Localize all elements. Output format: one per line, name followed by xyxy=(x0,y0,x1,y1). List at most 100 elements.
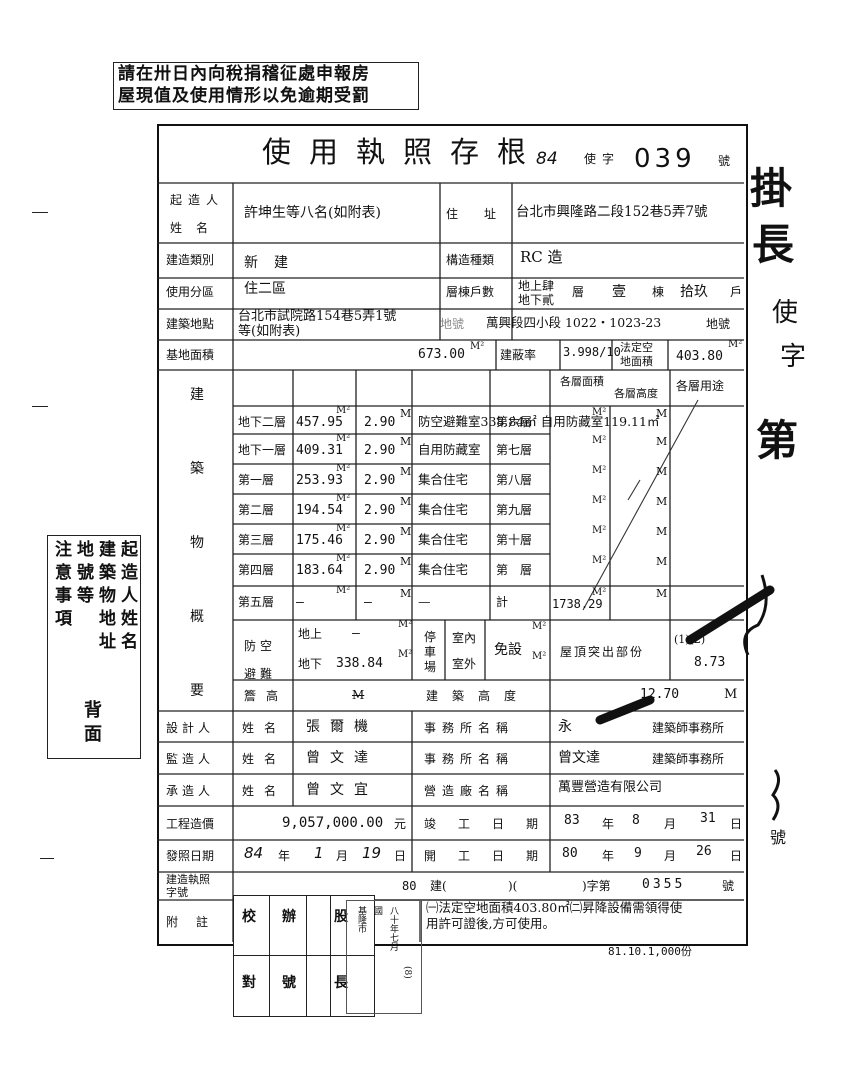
floor2-area-unit: M² xyxy=(592,495,607,506)
floor2-name: 計 xyxy=(496,595,509,609)
floor-height-unit: M xyxy=(400,587,412,600)
supervisor-office: 曾文達 xyxy=(558,750,600,766)
col-head-area: 各層面積 xyxy=(560,375,604,388)
build-type: 新建 xyxy=(244,255,304,271)
side-note-col-1: 起造人姓名 xyxy=(117,540,137,655)
floor-area-unit: M² xyxy=(336,553,351,564)
floor-height-unit: M xyxy=(400,465,412,478)
eave-label: 簷高 xyxy=(244,689,289,703)
floor-name: 第五層 xyxy=(238,595,275,609)
sign-chief: 長 xyxy=(334,975,348,991)
floor-height-unit: M xyxy=(400,407,412,420)
floor2-height-unit: M xyxy=(656,465,668,478)
open-area-label-1: 法定空 xyxy=(620,341,653,354)
side-note-col-2: 建築物地址 xyxy=(95,540,115,655)
notice-line-1: 請在卅日內向稅捐稽征處申報房 xyxy=(118,64,370,84)
floor2-name: 第八層 xyxy=(496,473,533,487)
right-margin-6: 號 xyxy=(770,828,787,847)
floor-height: 2.90 xyxy=(364,533,396,548)
supervisor-role: 監造人 xyxy=(166,752,215,766)
floor-name: 地下一層 xyxy=(238,443,287,457)
floor2-height-unit: M xyxy=(656,407,668,420)
contractor-office: 萬豐營造有限公司 xyxy=(558,780,663,795)
side-note-box xyxy=(47,535,141,759)
floor-height: 2.90 xyxy=(364,473,396,488)
cost-value: 9,057,000.00 xyxy=(282,815,384,831)
col-head-use: 各層用途 xyxy=(676,379,725,393)
permit-ref-word: )字第 xyxy=(582,879,611,893)
stamp-text-2: 國 xyxy=(372,906,382,915)
floor-use: 自用防藏室 xyxy=(418,442,481,457)
floor2-height-unit: M xyxy=(656,555,668,568)
floor-area: — xyxy=(296,595,304,610)
permit-word: 使字 xyxy=(584,152,621,166)
parking-indoor: 室內 xyxy=(452,631,477,645)
building-count: 壹 xyxy=(612,284,626,300)
build-type-label: 建造類別 xyxy=(166,253,215,267)
floor-use: — xyxy=(418,594,431,609)
floor-area: 194.54 xyxy=(296,503,343,518)
stamp-text-3: 八十年七月 xyxy=(388,906,398,951)
issue-label: 發照日期 xyxy=(166,849,215,863)
table-label-3: 物 xyxy=(190,535,204,551)
floor2-area-unit: M² xyxy=(592,435,607,446)
supervisor-office-suffix: 建築師事務所 xyxy=(652,752,725,766)
contractor-name-label: 姓名 xyxy=(242,784,287,798)
official-stamp xyxy=(346,900,422,1014)
floor2-height-unit: M xyxy=(656,525,668,538)
site-address-1: 台北市試院路154巷5弄1號 xyxy=(238,309,397,324)
floor-name: 第一層 xyxy=(238,473,275,487)
table-label-1: 建 xyxy=(190,387,204,403)
floors-down: 地下貳 xyxy=(518,293,555,307)
lot-label: 地號 xyxy=(440,317,465,331)
area-label: 基地面積 xyxy=(166,348,215,362)
margin-mark-2 xyxy=(32,406,48,407)
permit-suffix: 號 xyxy=(718,154,731,168)
struct-label: 構造種類 xyxy=(446,253,495,267)
right-margin-5: 第 xyxy=(756,416,799,465)
parking-unit-2: M² xyxy=(532,651,547,662)
shelter-up-unit: M² xyxy=(398,619,413,630)
owner-address-label: 住址 xyxy=(446,207,523,221)
stamp-text-4: (8) xyxy=(402,966,412,979)
designer-office: 永 xyxy=(558,719,572,735)
parking-outdoor: 室外 xyxy=(452,657,477,671)
note-line-2: 用許可證後,方可使用。 xyxy=(426,916,555,931)
designer-office-suffix: 建築師事務所 xyxy=(652,721,725,735)
right-margin-3: 使 xyxy=(772,298,799,328)
roof-parts: (1)(2) xyxy=(674,633,706,646)
shelter-label: 防空避難 xyxy=(244,639,277,681)
permit-ref-number: 0355 xyxy=(642,877,686,892)
zone-label: 使用分區 xyxy=(166,285,215,299)
shelter-down-label: 地下 xyxy=(298,657,323,671)
floor-use: 集合住宅 xyxy=(418,562,469,577)
issue-day-unit: 日 xyxy=(394,849,407,863)
floor-height-unit: M xyxy=(400,495,412,508)
permit-ref-suffix: 號 xyxy=(722,879,735,893)
floor-height: 2.90 xyxy=(364,503,396,518)
print-note: 81.10.1,000份 xyxy=(608,945,692,958)
contractor-name: 曾文宜 xyxy=(306,782,378,798)
parking-label: 停車場 xyxy=(424,630,437,674)
floor-height: — xyxy=(364,595,372,610)
issue-month: 1 xyxy=(314,844,324,862)
permit-ref-year: 80 xyxy=(402,879,417,893)
note-line-1: ㈠法定空地面積403.80㎡㈡昇降設備需領得使 xyxy=(426,900,683,915)
margin-mark-3 xyxy=(40,858,54,859)
start-label: 開工日期 xyxy=(424,849,561,863)
start-day-unit: 日 xyxy=(730,849,743,863)
floor2-height-unit: M xyxy=(656,495,668,508)
floor-use: 集合住宅 xyxy=(418,532,469,547)
cost-label: 工程造價 xyxy=(166,817,215,831)
sign-handle: 辦 xyxy=(282,909,296,925)
building-height-unit: M xyxy=(724,687,738,702)
cost-unit: 元 xyxy=(394,817,407,831)
completion-year: 83 xyxy=(564,813,580,828)
contractor-office-label: 營造廠名稱 xyxy=(424,784,515,798)
right-margin-4: 字 xyxy=(780,342,807,372)
permit-ref-paren: )( xyxy=(508,879,518,893)
owner-name: 許坤生等八名(如附表) xyxy=(244,205,381,221)
building-height-value: 12.70 xyxy=(640,687,680,702)
start-year-unit: 年 xyxy=(602,849,615,863)
